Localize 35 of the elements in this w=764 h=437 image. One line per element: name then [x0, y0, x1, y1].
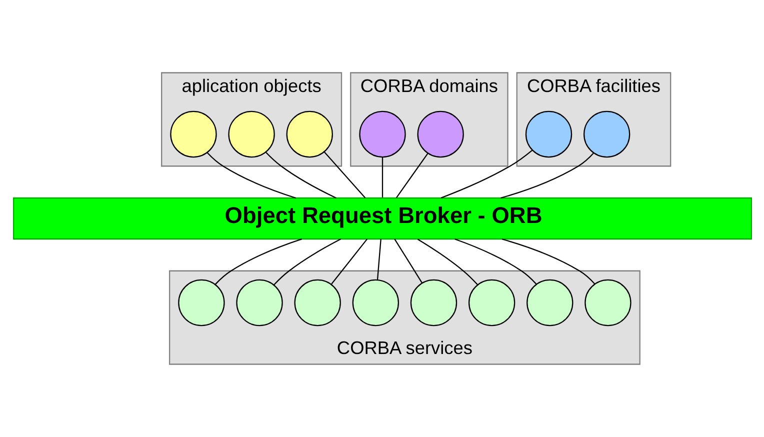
cluster: CORBA facilities — [516, 72, 671, 167]
node-circle — [228, 110, 274, 158]
connector — [501, 238, 595, 284]
node-box: Object Request Broker - ORB — [12, 197, 752, 240]
node-circle — [410, 279, 457, 326]
node-circle — [358, 110, 406, 158]
connector — [273, 238, 341, 286]
node-circle — [236, 279, 282, 326]
cluster: CORBA domains — [350, 72, 508, 167]
connector — [440, 150, 532, 198]
node-circle — [352, 279, 398, 326]
node-circle — [294, 279, 340, 326]
node-circle — [416, 110, 464, 158]
connector — [454, 238, 536, 285]
connector — [376, 239, 381, 280]
connector — [206, 152, 296, 199]
connector — [330, 238, 368, 284]
node-circle — [468, 279, 515, 326]
node-circle — [524, 110, 572, 158]
node-circle — [286, 110, 332, 158]
node-circle — [526, 279, 573, 326]
connector — [500, 152, 594, 198]
node-circle — [178, 279, 224, 326]
cluster: CORBA services — [168, 270, 640, 365]
connector — [394, 238, 422, 284]
connector — [381, 157, 383, 198]
node-circle — [170, 110, 216, 158]
node-circle — [584, 279, 631, 326]
connector — [214, 238, 302, 285]
node-circle — [582, 110, 630, 158]
connector — [265, 152, 336, 198]
connector — [395, 153, 428, 198]
connector — [416, 238, 478, 285]
cluster: aplication objects — [160, 72, 342, 167]
connector — [323, 152, 366, 198]
